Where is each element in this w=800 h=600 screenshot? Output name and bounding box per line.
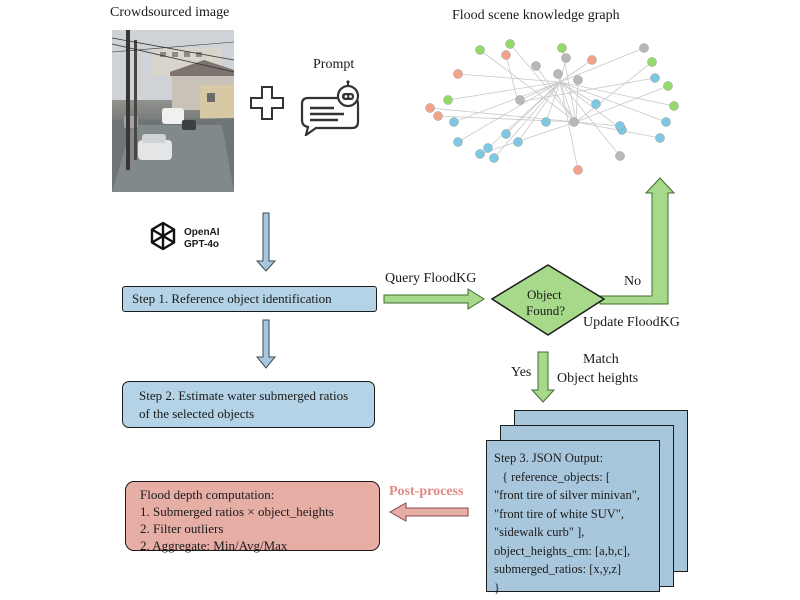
- arrow-query-floodkg: [383, 288, 485, 310]
- arrow-yes-match: [530, 351, 556, 403]
- arrow-down-to-step1: [255, 212, 277, 272]
- arrow-postprocess: [388, 502, 469, 522]
- flood-depth-computation-box: Flood depth computation: 1. Submerged rat…: [125, 481, 380, 553]
- kg-node: [515, 95, 525, 105]
- step3-line: Step 3. JSON Output:: [494, 451, 604, 465]
- match-line1: Match: [583, 352, 619, 367]
- kg-node: [443, 95, 453, 105]
- computation-line: Flood depth computation:: [140, 487, 275, 502]
- decision-line1: Object: [527, 287, 562, 302]
- kg-node: [661, 117, 671, 127]
- kg-node: [615, 151, 625, 161]
- kg-node: [561, 53, 571, 63]
- postprocess-label: Post-process: [389, 484, 464, 499]
- step3-line: }: [494, 580, 500, 595]
- step3-json-output: Step 3. JSON Output: { reference_objects:…: [494, 449, 664, 597]
- step3-line: { reference_objects: [: [502, 469, 611, 484]
- step1-box: Step 1. Reference object identification: [122, 286, 377, 312]
- kg-node: [489, 153, 499, 163]
- kg-node: [669, 101, 679, 111]
- kg-node: [553, 69, 563, 79]
- kg-node: [449, 117, 459, 127]
- query-label: Query FloodKG: [385, 271, 477, 286]
- kg-title: Flood scene knowledge graph: [452, 8, 620, 23]
- kg-node: [541, 117, 551, 127]
- kg-node: [475, 149, 485, 159]
- step3-line: object_heights_cm: [a,b,c],: [494, 543, 631, 558]
- chatbot-prompt-icon: [298, 80, 370, 141]
- kg-node: [655, 133, 665, 143]
- step1-text: Step 1. Reference object identification: [132, 291, 332, 306]
- computation-line: 2. Aggregate: Min/Avg/Max: [140, 538, 288, 553]
- prompt-label: Prompt: [313, 57, 355, 72]
- kg-node: [531, 61, 541, 71]
- kg-node: [475, 45, 485, 55]
- match-line2: Object heights: [557, 371, 639, 386]
- crowdsourced-photo: [112, 30, 234, 192]
- kg-node: [501, 129, 511, 139]
- step3-line: submerged_ratios: [x,y,z]: [494, 562, 622, 576]
- knowledge-graph: [410, 30, 700, 185]
- computation-line: 2. Filter outliers: [140, 521, 224, 536]
- kg-node: [505, 39, 515, 49]
- kg-node: [433, 111, 443, 121]
- kg-node: [573, 165, 583, 175]
- step3-doc-front: [486, 440, 660, 592]
- kg-node: [650, 73, 660, 83]
- no-label: No: [624, 274, 642, 289]
- kg-node: [483, 143, 493, 153]
- yes-label: Yes: [511, 365, 532, 380]
- kg-node: [453, 137, 463, 147]
- computation-line: 1. Submerged ratios × object_heights: [140, 504, 334, 519]
- model-name: GPT-4o: [184, 239, 220, 250]
- kg-node: [647, 57, 657, 67]
- kg-node: [425, 103, 435, 113]
- step2-line1: Step 2. Estimate water submerged ratios: [139, 388, 349, 403]
- step2-box: Step 2. Estimate water submerged ratios …: [122, 381, 375, 428]
- kg-node: [587, 55, 597, 65]
- arrow-down-to-step2: [255, 319, 277, 369]
- kg-node: [501, 50, 511, 60]
- step3-line: "sidewalk curb" ],: [494, 525, 585, 539]
- kg-node: [591, 99, 601, 109]
- kg-node: [513, 137, 523, 147]
- step3-line: "front tire of silver minivan",: [494, 488, 640, 502]
- plus-icon: [250, 86, 284, 125]
- step3-line: "front tire of white SUV",: [494, 506, 624, 521]
- kg-node: [453, 69, 463, 79]
- decision-line2: Found?: [526, 303, 565, 318]
- kg-node: [663, 81, 673, 91]
- kg-node: [615, 121, 625, 131]
- kg-node: [569, 117, 579, 127]
- kg-node: [573, 75, 583, 85]
- kg-node: [557, 43, 567, 53]
- openai-logo-icon: [147, 220, 179, 257]
- photo-caption: Crowdsourced image: [110, 5, 230, 20]
- step2-line2: of the selected objects: [139, 406, 255, 421]
- update-floodkg-label: Update FloodKG: [583, 315, 680, 330]
- kg-node: [639, 43, 649, 53]
- model-brand: OpenAI: [184, 227, 220, 238]
